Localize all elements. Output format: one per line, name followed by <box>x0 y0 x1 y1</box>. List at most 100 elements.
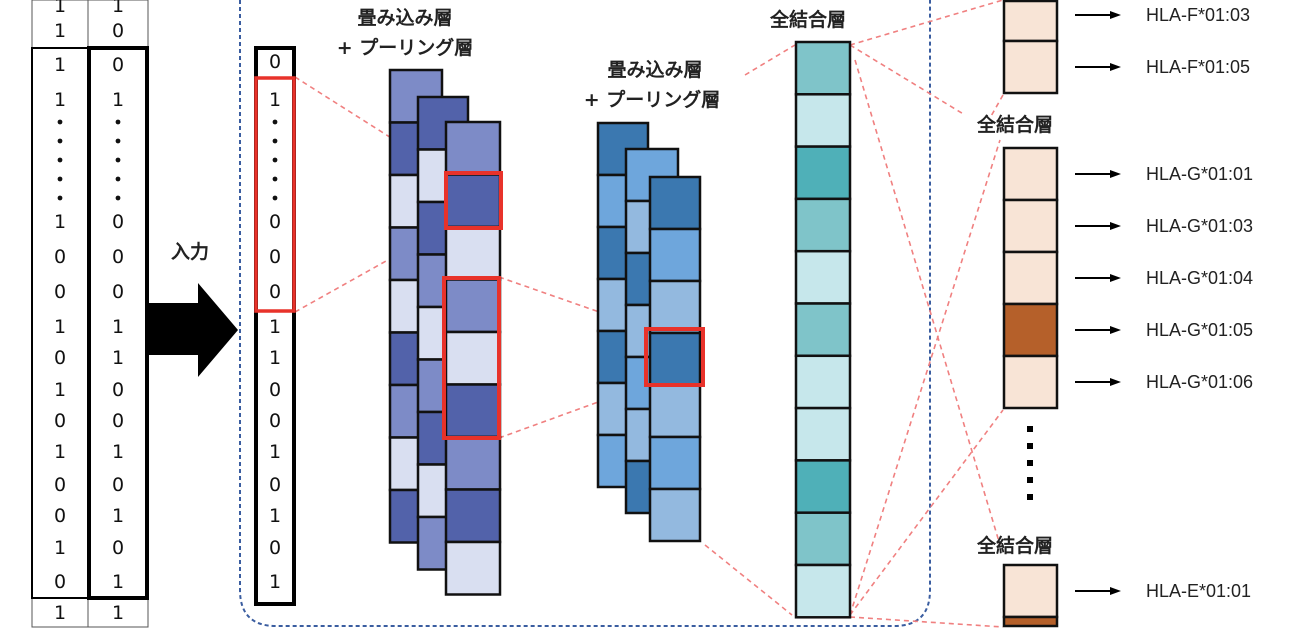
feature-cell <box>648 487 702 543</box>
bit-value: 0 <box>112 379 124 401</box>
ellipsis-dot <box>1027 494 1033 500</box>
ellipsis-dot <box>272 119 278 125</box>
filter-window-highlight <box>254 76 296 313</box>
ellipsis-dot <box>1027 426 1033 432</box>
bit-value: 0 <box>112 246 124 268</box>
hla-allele-label: HLA-F*01:05 <box>1146 57 1250 77</box>
output-neuron <box>1002 198 1059 254</box>
feature-cell <box>648 435 702 491</box>
bit-value: 0 <box>112 474 124 496</box>
bit-value: 0 <box>269 51 281 73</box>
bit-value: 1 <box>54 316 66 338</box>
connection-line <box>849 0 1004 46</box>
feature-cell <box>444 225 502 281</box>
fc-title: 全結合層 <box>769 8 846 31</box>
bit-value: 1 <box>54 602 66 624</box>
bit-value: 0 <box>112 54 124 76</box>
hla-allele-label: HLA-F*01:03 <box>1146 5 1250 25</box>
ellipsis-dot <box>1027 460 1033 466</box>
bit-value: 0 <box>269 410 281 432</box>
hla-allele-label: HLA-E*01:01 <box>1146 581 1251 601</box>
network-boundary <box>239 0 931 627</box>
bit-value: 1 <box>54 89 66 111</box>
ellipsis-dot <box>272 157 278 163</box>
ellipsis-dot <box>57 119 63 125</box>
bit-value: 0 <box>54 505 66 527</box>
bit-value: 0 <box>54 246 66 268</box>
bit-value: 1 <box>112 347 124 369</box>
ellipsis-dot <box>272 176 278 182</box>
ellipsis-dot <box>57 195 63 201</box>
connection-line <box>744 44 796 76</box>
connection-line <box>849 139 1001 616</box>
ellipsis-dot <box>272 138 278 144</box>
conv2-title-line2: + プーリング層 <box>584 88 721 111</box>
sample-box-2-selected <box>87 46 149 600</box>
bit-value: 0 <box>269 537 281 559</box>
bit-value: 0 <box>269 379 281 401</box>
fc-neuron <box>794 459 852 514</box>
feature-cell <box>444 120 502 176</box>
bit-value: 0 <box>112 20 124 42</box>
bit-value: 1 <box>269 505 281 527</box>
conv1-title-line1: 畳み込み層 <box>357 7 452 29</box>
conv2-title-line1: 畳み込み層 <box>607 59 702 81</box>
bit-value: 1 <box>54 537 66 559</box>
ellipsis-dot <box>272 195 278 201</box>
bit-value: 0 <box>54 571 66 593</box>
connection-line <box>849 44 966 116</box>
fc-neuron <box>794 145 852 201</box>
pooled-cell-highlight <box>644 327 705 387</box>
bit-value: 1 <box>54 211 66 233</box>
arrowhead-icon <box>1110 274 1121 282</box>
hla-allele-label: HLA-G*01:01 <box>1146 164 1253 184</box>
input-arrow: 入力 <box>148 240 238 377</box>
conv-pool-layer-1: 畳み込み層 + プーリング層 <box>337 7 503 596</box>
connection-line <box>849 409 1004 616</box>
arrowhead-icon <box>1110 63 1121 71</box>
feature-cell <box>444 540 502 596</box>
bit-value: 1 <box>269 441 281 463</box>
fc-neuron <box>794 511 852 567</box>
conv-pool-layer-2: 畳み込み層 + プーリング層 <box>584 59 721 543</box>
bit-value: 1 <box>112 602 124 624</box>
fc-neuron <box>794 93 852 148</box>
ellipsis-dot <box>115 157 121 163</box>
ellipsis-dot <box>115 195 121 201</box>
output-neuron <box>1002 563 1059 619</box>
fc-neuron <box>794 197 852 253</box>
bit-value: 0 <box>112 281 124 303</box>
feature-cell <box>444 330 502 386</box>
dashed-boundary <box>239 0 931 627</box>
output-group-title: 全結合層 <box>976 534 1053 557</box>
bit-value: 0 <box>269 246 281 268</box>
ellipsis-dot <box>57 157 63 163</box>
feature-cell <box>648 175 702 231</box>
bit-value: 1 <box>112 441 124 463</box>
hla-allele-label: HLA-G*01:04 <box>1146 268 1253 288</box>
bit-value: 1 <box>112 89 124 111</box>
bit-value: 1 <box>112 505 124 527</box>
bit-value: 1 <box>54 441 66 463</box>
feature-cell <box>648 279 702 335</box>
ellipsis-dot <box>57 138 63 144</box>
fc-neuron <box>794 249 852 305</box>
bit-value: 0 <box>54 281 66 303</box>
bit-value: 1 <box>269 571 281 593</box>
bit-value: 1 <box>269 347 281 369</box>
arrowhead-icon <box>1110 587 1121 595</box>
ellipsis-dot <box>1027 477 1033 483</box>
output-group-title: 全結合層 <box>976 113 1053 136</box>
connection-line <box>854 59 1001 546</box>
hla-allele-label: HLA-G*01:03 <box>1146 216 1253 236</box>
output-neuron <box>1002 354 1059 410</box>
bit-value: 0 <box>54 347 66 369</box>
connection-line <box>989 94 1004 119</box>
output-neuron <box>1002 0 1059 43</box>
feature-cell <box>444 435 502 491</box>
ellipsis-dot <box>57 176 63 182</box>
bit-value: 0 <box>269 474 281 496</box>
bit-value: 1 <box>269 89 281 111</box>
